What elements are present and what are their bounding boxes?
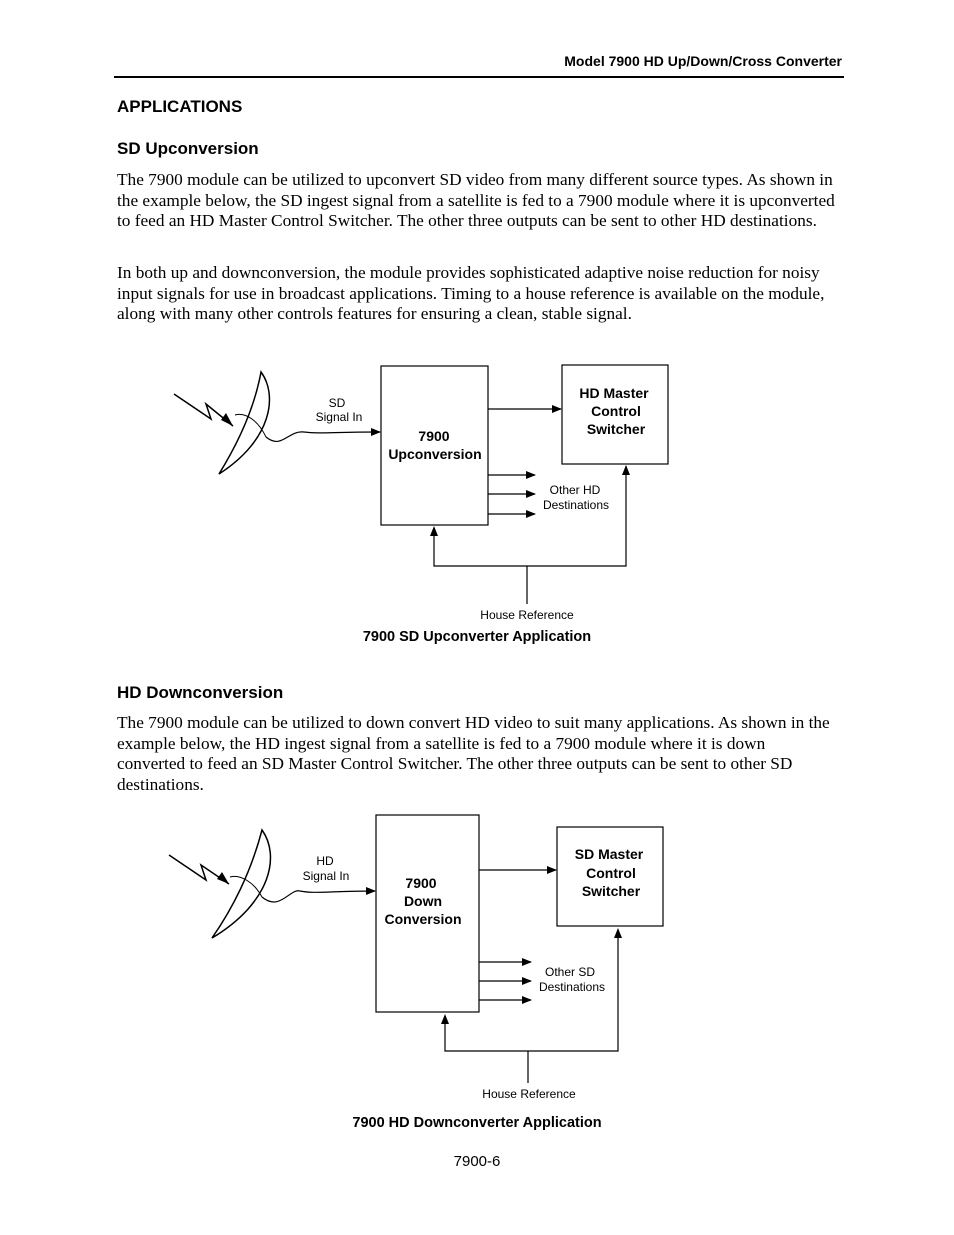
- switcher-box: [561, 364, 669, 465]
- downconversion-paragraph-1: The 7900 module can be utilized to down …: [117, 713, 830, 795]
- satellite-dish-icon: [218, 370, 271, 475]
- downconversion-heading: HD Downconversion: [117, 683, 284, 702]
- page-number: 7900-6: [453, 1153, 501, 1170]
- module-box: [375, 814, 480, 1013]
- reference-arrowhead-module: [441, 1014, 449, 1024]
- reference-arrowhead-switcher: [622, 465, 630, 475]
- switcher-label-line3: Switcher: [587, 421, 646, 437]
- reference-arrowhead-module: [430, 526, 438, 536]
- module-label-line1: 7900: [418, 428, 449, 444]
- input-label-line1: HD: [316, 854, 334, 868]
- downconverter-diagram: HD Signal In 7900 Down Conversion SD Mas…: [168, 814, 664, 1101]
- input-label-line1: SD: [329, 396, 346, 410]
- other-destinations-line1: Other HD: [550, 483, 601, 497]
- switcher-label-line2: Control: [591, 403, 641, 419]
- upconverter-caption: 7900 SD Upconverter Application: [362, 629, 592, 645]
- switcher-label-line2: Control: [586, 865, 636, 881]
- reference-line: [444, 930, 619, 1052]
- header-rule: [114, 76, 844, 78]
- other-destinations-line2: Destinations: [539, 980, 605, 994]
- input-cable: [265, 428, 381, 443]
- module-box: [380, 365, 489, 526]
- reference-label: House Reference: [482, 1087, 576, 1101]
- other-destinations-line1: Other SD: [545, 965, 595, 979]
- upconversion-heading: SD Upconversion: [117, 139, 259, 158]
- input-label-line2: Signal In: [316, 410, 363, 424]
- satellite-dish-icon: [211, 828, 272, 939]
- upconverter-diagram: SD Signal In 7900 Upconversion HD Master…: [173, 364, 669, 622]
- lightning-signal-icon: [173, 393, 234, 427]
- module-label-line2: Down: [404, 893, 442, 909]
- switcher-label-line1: HD Master: [579, 385, 649, 401]
- switcher-box: [556, 826, 664, 927]
- input-label-line2: Signal In: [303, 869, 350, 883]
- other-destinations-line2: Destinations: [543, 498, 609, 512]
- module-label-line1: 7900: [405, 875, 436, 891]
- reference-line: [433, 466, 627, 567]
- switcher-label-line1: SD Master: [575, 846, 644, 862]
- input-cable: [261, 887, 376, 903]
- upconversion-paragraph-1: The 7900 module can be utilized to upcon…: [117, 170, 835, 231]
- reference-label: House Reference: [480, 608, 574, 622]
- reference-arrowhead-switcher: [614, 928, 622, 938]
- module-label-line3: Conversion: [384, 911, 461, 927]
- section-title: APPLICATIONS: [117, 97, 243, 116]
- running-header: Model 7900 HD Up/Down/Cross Converter: [564, 53, 842, 69]
- upconversion-paragraph-2: In both up and downconversion, the modul…: [117, 263, 825, 324]
- lightning-signal-icon: [168, 854, 230, 885]
- downconverter-caption: 7900 HD Downconverter Application: [352, 1115, 602, 1131]
- switcher-label-line3: Switcher: [582, 883, 641, 899]
- module-label-line2: Upconversion: [388, 446, 481, 462]
